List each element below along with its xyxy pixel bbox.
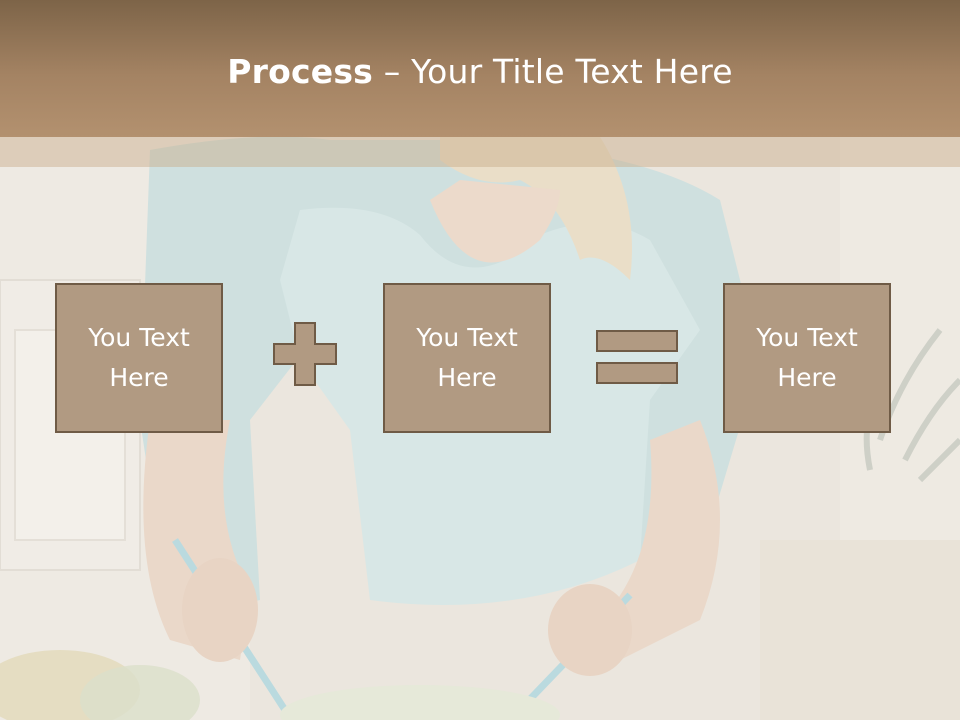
process-box-2: You Text Here [383, 283, 551, 433]
process-box-1: You Text Here [55, 283, 223, 433]
title-banner-strip [0, 137, 960, 167]
title-rest: – Your Title Text Here [373, 52, 733, 91]
plus-icon [273, 322, 337, 386]
title-banner [0, 0, 960, 137]
title-bold: Process [227, 52, 374, 91]
process-box-3: You Text Here [723, 283, 891, 433]
slide-title: Process – Your Title Text Here [0, 52, 960, 91]
equals-icon [596, 330, 678, 384]
